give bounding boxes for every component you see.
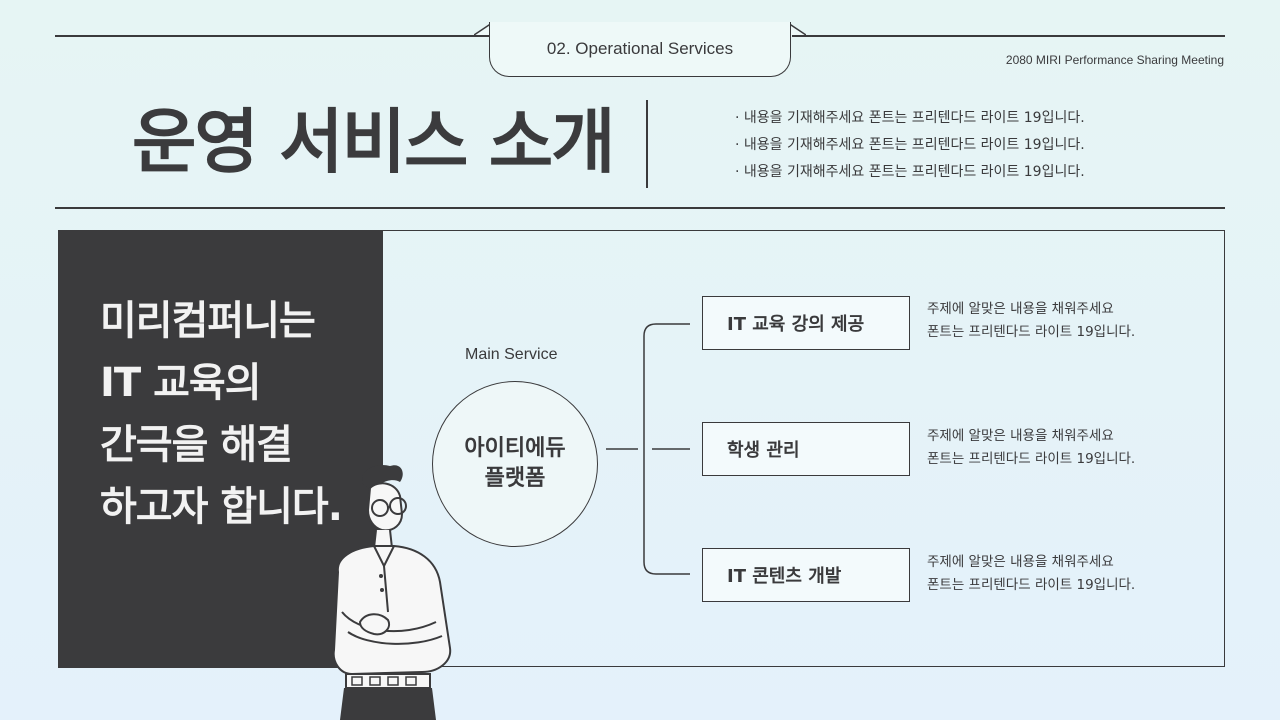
headline: 미리컴퍼니는 IT 교육의 간극을 해결 하고자 합니다. xyxy=(100,290,380,538)
service-name: IT 콘텐츠 개발 xyxy=(727,566,842,587)
service-name: IT 교육 강의 제공 xyxy=(727,314,865,335)
service-description: 주제에 알맞은 내용을 채워주세요 폰트는 프리텐다드 라이트 19입니다. xyxy=(927,551,1135,597)
bullet-item: · 내용을 기재해주세요 폰트는 프리텐다드 라이트 19입니다. xyxy=(735,164,1085,180)
section-tab-label: 02. Operational Services xyxy=(546,39,734,58)
top-rule-right xyxy=(792,35,1225,37)
service-desc-line: 주제에 알맞은 내용을 채워주세요 xyxy=(927,301,1114,317)
service-desc-line: 폰트는 프리텐다드 라이트 19입니다. xyxy=(927,577,1136,593)
headline-line: 미리컴퍼니는 xyxy=(100,298,316,344)
service-box: IT 교육 강의 제공 xyxy=(702,296,910,350)
service-box: 학생 관리 xyxy=(702,422,910,476)
page-title: 운영 서비스 소개 xyxy=(132,101,616,183)
platform-circle: 아이티에듀 플랫폼 xyxy=(432,381,598,547)
bullet-item: · 내용을 기재해주세요 폰트는 프리텐다드 라이트 19입니다. xyxy=(735,137,1085,153)
connector-lines xyxy=(606,323,690,575)
service-description: 주제에 알맞은 내용을 채워주세요 폰트는 프리텐다드 라이트 19입니다. xyxy=(927,425,1135,471)
title-separator xyxy=(646,100,648,188)
service-description: 주제에 알맞은 내용을 채워주세요 폰트는 프리텐다드 라이트 19입니다. xyxy=(927,298,1135,344)
headline-line: 간극을 해결 xyxy=(100,422,293,468)
platform-line: 아이티에듀 xyxy=(464,436,566,461)
platform-line: 플랫폼 xyxy=(484,466,546,491)
main-service-label: Main Service xyxy=(465,346,558,363)
bullet-item: · 내용을 기재해주세요 폰트는 프리텐다드 라이트 19입니다. xyxy=(735,110,1085,126)
meeting-name: 2080 MIRI Performance Sharing Meeting xyxy=(1005,53,1224,67)
service-desc-line: 폰트는 프리텐다드 라이트 19입니다. xyxy=(927,451,1136,467)
service-desc-line: 폰트는 프리텐다드 라이트 19입니다. xyxy=(927,324,1136,340)
headline-line: IT 교육의 xyxy=(100,360,262,406)
service-box: IT 콘텐츠 개발 xyxy=(702,548,910,602)
service-desc-line: 주제에 알맞은 내용을 채워주세요 xyxy=(927,428,1114,444)
top-rule-left xyxy=(55,35,490,37)
service-name: 학생 관리 xyxy=(727,440,800,461)
person-illustration xyxy=(332,464,452,720)
headline-line: 하고자 합니다. xyxy=(100,484,343,530)
title-bullets: · 내용을 기재해주세요 폰트는 프리텐다드 라이트 19입니다. · 내용을 … xyxy=(735,105,1085,186)
dark-block xyxy=(58,230,383,668)
section-tab: 02. Operational Services xyxy=(489,22,791,77)
title-bottom-rule xyxy=(55,207,1225,209)
service-desc-line: 주제에 알맞은 내용을 채워주세요 xyxy=(927,554,1114,570)
